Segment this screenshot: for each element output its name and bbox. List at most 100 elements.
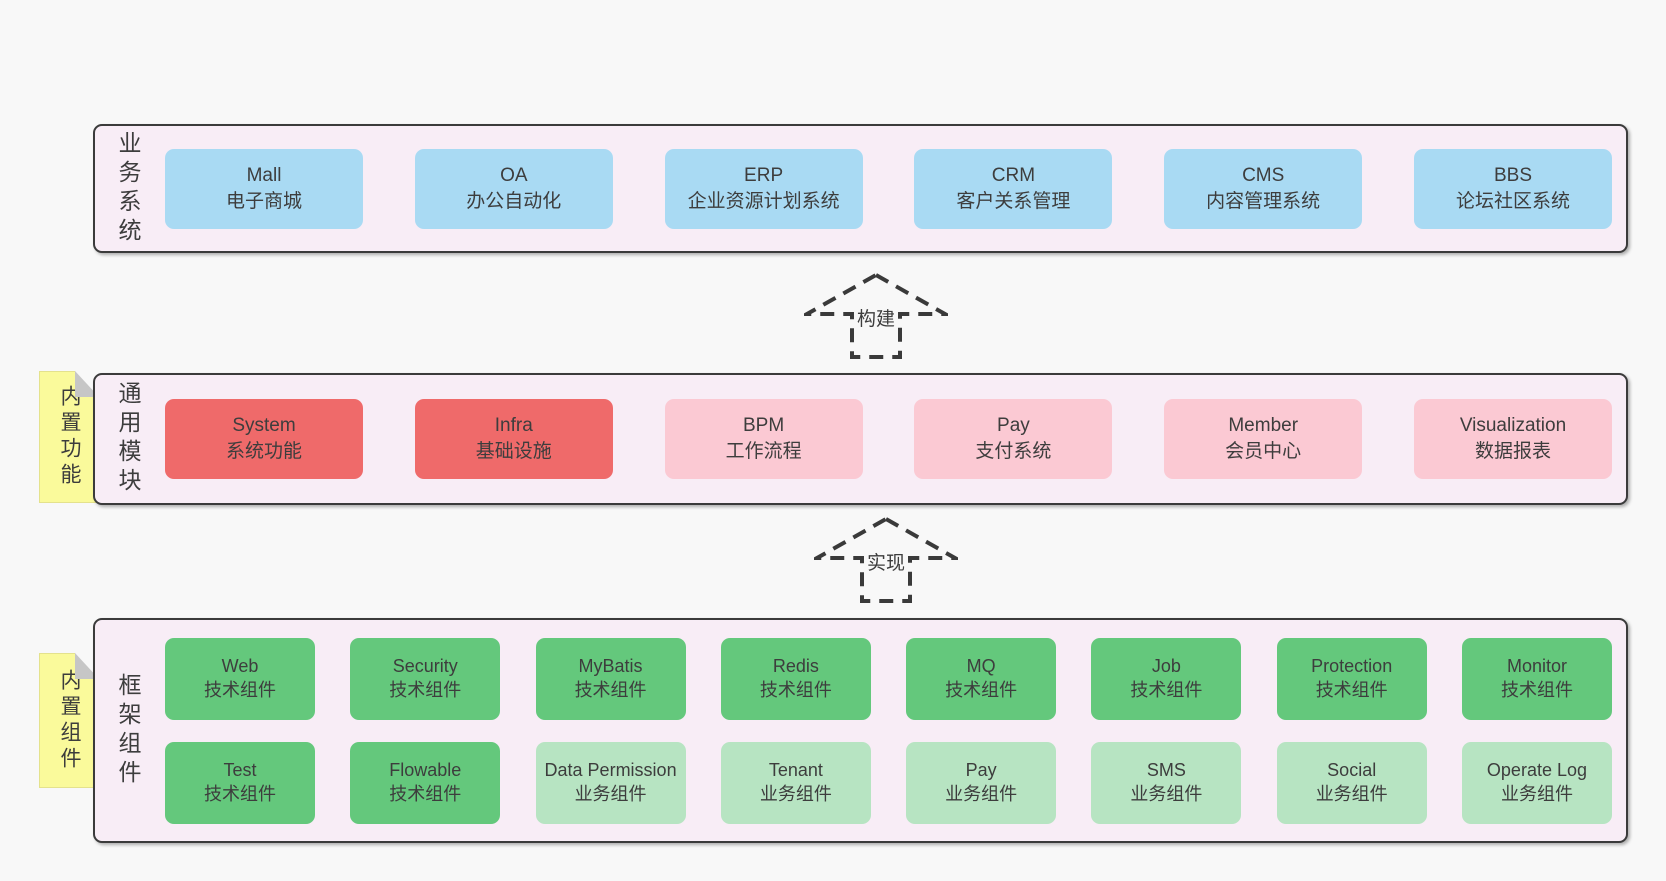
box-subtitle: 内容管理系统 <box>1206 190 1321 212</box>
box-mybatis: MyBatis 技术组件 <box>535 637 686 720</box>
box-subtitle: 工作流程 <box>725 441 802 462</box>
box-infra: Infra 基础设施 <box>414 399 613 479</box>
arrow-label: 实现 <box>863 548 909 575</box>
box-title: Data Permission <box>544 760 677 781</box>
box-title: BBS <box>1493 164 1532 186</box>
box-title: System <box>232 415 296 437</box>
box-visualization: Visualization 数据报表 <box>1413 399 1612 479</box>
arrow-label: 构建 <box>853 304 899 331</box>
box-member: Member 会员中心 <box>1164 399 1363 479</box>
box-title: Member <box>1228 415 1299 437</box>
box-subtitle: 业务组件 <box>1130 783 1203 804</box>
band-content: System 系统功能 Infra 基础设施 BPM 工作流程 Pay 支付系统… <box>165 399 1612 479</box>
box-title: Mall <box>246 164 282 186</box>
dashed-up-arrow-implement: 实现 <box>814 516 958 604</box>
box-subtitle: 技术组件 <box>1315 679 1388 700</box>
box-title: BPM <box>743 415 785 437</box>
box-mq: MQ 技术组件 <box>906 637 1057 720</box>
box-subtitle: 业务组件 <box>574 783 647 804</box>
box-title: Social <box>1327 760 1377 781</box>
band-content: Mall 电子商城 OA 办公自动化 ERP 企业资源计划系统 CRM 客户关系… <box>165 148 1612 229</box>
band-common-modules: 通用模块 System 系统功能 Infra 基础设施 BPM 工作流程 Pay… <box>93 373 1628 505</box>
box-subtitle: 技术组件 <box>204 679 276 700</box>
band-label: 通用模块 <box>115 381 141 497</box>
box-title: Pay <box>997 415 1030 437</box>
box-subtitle: 技术组件 <box>1130 679 1203 700</box>
box-title: ERP <box>744 164 784 186</box>
box-title: Monitor <box>1506 656 1567 677</box>
box-pay-component: Pay 业务组件 <box>906 741 1057 824</box>
box-title: SMS <box>1146 760 1186 781</box>
box-cms: CMS 内容管理系统 <box>1164 148 1363 229</box>
box-redis: Redis 技术组件 <box>720 637 871 720</box>
box-mall: Mall 电子商城 <box>165 148 363 229</box>
box-title: Job <box>1151 656 1181 677</box>
box-data-permission: Data Permission 业务组件 <box>535 741 686 824</box>
box-job: Job 技术组件 <box>1091 637 1242 720</box>
box-security: Security 技术组件 <box>350 637 501 720</box>
box-oa: OA 办公自动化 <box>414 148 613 229</box>
band-business-systems: 业务系统 Mall 电子商城 OA 办公自动化 ERP 企业资源计划系统 CRM… <box>93 124 1628 253</box>
box-subtitle: 基础设施 <box>475 441 552 462</box>
sticky-note-label: 内置组件 <box>58 668 81 773</box>
box-pay: Pay 支付系统 <box>914 399 1113 479</box>
box-erp: ERP 企业资源计划系统 <box>664 148 863 229</box>
band-label: 业务系统 <box>115 130 141 247</box>
box-subtitle: 业务组件 <box>945 783 1018 804</box>
box-subtitle: 论坛社区系统 <box>1455 190 1570 212</box>
box-title: Operate Log <box>1486 760 1587 781</box>
box-title: CRM <box>991 164 1036 186</box>
box-title: Test <box>223 760 257 781</box>
band-framework-components: 框架组件 Web 技术组件 Security 技术组件 MyBatis 技术组件… <box>93 618 1628 843</box>
box-subtitle: 技术组件 <box>204 783 276 804</box>
dashed-up-arrow-build: 构建 <box>804 272 948 360</box>
box-title: Redis <box>772 656 819 677</box>
box-bbs: BBS 论坛社区系统 <box>1413 148 1612 229</box>
box-title: MyBatis <box>578 656 643 677</box>
box-sms: SMS 业务组件 <box>1091 741 1242 824</box>
box-title: Web <box>221 656 259 677</box>
box-flowable: Flowable 技术组件 <box>350 741 501 824</box>
box-title: Flowable <box>389 760 462 781</box>
band-label: 框架组件 <box>115 672 141 789</box>
box-subtitle: 技术组件 <box>389 679 462 700</box>
box-subtitle: 企业资源计划系统 <box>687 190 840 212</box>
box-subtitle: 办公自动化 <box>466 190 562 212</box>
box-title: OA <box>500 164 528 186</box>
box-subtitle: 业务组件 <box>759 783 832 804</box>
box-title: Infra <box>494 415 533 437</box>
box-test: Test 技术组件 <box>165 741 315 824</box>
box-title: Security <box>392 656 458 677</box>
component-row-1: Web 技术组件 Security 技术组件 MyBatis 技术组件 Redi… <box>165 637 1612 720</box>
box-title: CMS <box>1242 164 1285 186</box>
box-monitor: Monitor 技术组件 <box>1461 637 1612 720</box>
box-title: Tenant <box>768 760 823 781</box>
box-operate-log: Operate Log 业务组件 <box>1461 741 1612 824</box>
box-title: Pay <box>965 760 997 781</box>
box-web: Web 技术组件 <box>165 637 315 720</box>
box-title: MQ <box>966 656 996 677</box>
box-subtitle: 技术组件 <box>1500 679 1573 700</box>
box-tenant: Tenant 业务组件 <box>720 741 871 824</box>
box-subtitle: 技术组件 <box>574 679 647 700</box>
box-subtitle: 技术组件 <box>389 783 462 804</box>
box-subtitle: 技术组件 <box>759 679 832 700</box>
box-bpm: BPM 工作流程 <box>664 399 863 479</box>
component-row-2: Test 技术组件 Flowable 技术组件 Data Permission … <box>165 741 1612 824</box>
box-system: System 系统功能 <box>165 399 363 479</box>
box-subtitle: 系统功能 <box>225 441 302 462</box>
band-content: Web 技术组件 Security 技术组件 MyBatis 技术组件 Redi… <box>165 637 1612 824</box>
sticky-note-builtin-functions: 内置功能 <box>39 371 99 503</box>
box-subtitle: 数据报表 <box>1474 441 1551 462</box>
sticky-note-label: 内置功能 <box>58 385 81 489</box>
sticky-note-builtin-components: 内置组件 <box>39 653 99 788</box>
box-social: Social 业务组件 <box>1276 741 1427 824</box>
box-subtitle: 会员中心 <box>1225 441 1302 462</box>
box-subtitle: 技术组件 <box>945 679 1018 700</box>
box-subtitle: 支付系统 <box>975 441 1052 462</box>
box-subtitle: 客户关系管理 <box>956 190 1071 212</box>
box-title: Protection <box>1311 656 1393 677</box>
box-subtitle: 电子商城 <box>225 190 302 212</box>
box-crm: CRM 客户关系管理 <box>914 148 1113 229</box>
